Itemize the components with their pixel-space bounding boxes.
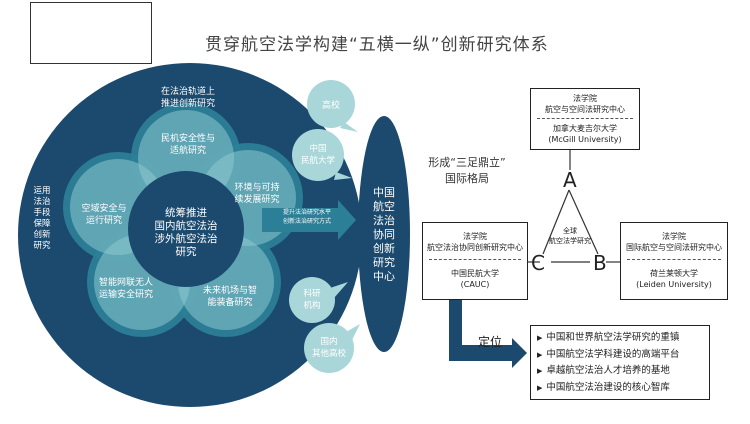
core-circle [128, 171, 244, 287]
petal-top-label: 民机安全性与适航研究 [160, 134, 215, 156]
triangle-vertex-c: C [531, 251, 545, 275]
bubble-research-institutes [289, 277, 335, 323]
center-ellipse [358, 116, 410, 352]
document-thumbnail [30, 2, 152, 64]
bubble-cauc [292, 129, 344, 181]
box-leiden: 法学院国际航空与空间法研究中心 荷兰莱顿大学(Leiden University… [620, 222, 728, 300]
petal-bottom-right-label: 未来机场与智能装备研究 [202, 286, 257, 308]
core-label: 统筹推进国内航空法治涉外航空法治研究 [154, 207, 218, 258]
list-item: 中国和世界航空法学研究的重镇 [537, 330, 703, 347]
list-item: 中国航空法治建设的核心智库 [537, 380, 703, 397]
center-ellipse-label: 中国 航空 法治 协同 创新 研究 中心 [373, 186, 395, 283]
triangle-vertex-a: A [563, 168, 577, 192]
petal-bottom-left-label: 智能网联无人运输安全研究 [98, 278, 153, 300]
positioning-list: 中国和世界航空法学研究的重镇 中国航空法学科建设的高端平台 卓越航空法治人才培养… [530, 325, 710, 400]
triangle-vertex-b: B [593, 251, 607, 275]
bubble-other-universities [304, 323, 354, 373]
box-mcgill: 法学院航空与空间法研究中心 加拿大麦吉尔大学(McGill University… [530, 88, 640, 150]
bubble-other-universities-label: 国内其他高校 [311, 337, 346, 359]
arrow-text: 提升法治研究水平创新法治研究方式 [282, 209, 331, 225]
outer-top-text: 在法治轨道上推进创新研究 [160, 87, 215, 109]
page-title: 贯穿航空法学构建“五横一纵”创新研究体系 [205, 35, 549, 55]
bubble-universities-label: 高校 [321, 101, 340, 111]
arrow-to-center [262, 200, 356, 240]
list-item: 卓越航空法治人才培养的基地 [537, 363, 703, 380]
positioning-arrow [449, 299, 527, 368]
bubble-cauc-label: 中国民航大学 [300, 144, 335, 166]
outer-left-text: 运用 法治 手段 保障 创新 研究 [33, 186, 51, 251]
petal-right-label: 环境与可持续发展研究 [234, 183, 280, 205]
positioning-label: 定位 [478, 335, 503, 349]
bubble-research-institutes-label: 科研机构 [303, 289, 321, 311]
triangle-center-label: 全球航空法学研究 [549, 227, 591, 245]
tripod-label: 形成“三足鼎立”国际格局 [428, 156, 506, 185]
list-item: 中国航空法学科建设的高端平台 [537, 347, 703, 364]
bubble-universities [307, 80, 355, 128]
petal-left-label: 空域安全与运行研究 [81, 204, 127, 226]
box-cauc: 法学院航空法治协同创新研究中心 中国民航大学(CAUC) [422, 222, 528, 300]
